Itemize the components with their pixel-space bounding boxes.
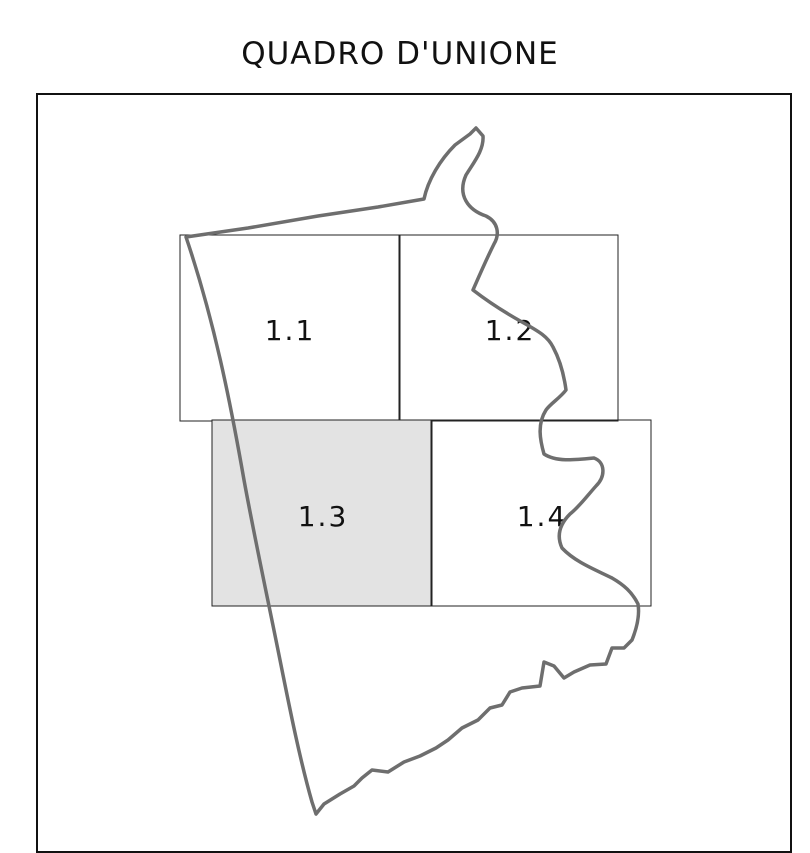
sheet-label-1-1: 1.1 [265, 314, 316, 347]
sheet-label-1-4: 1.4 [517, 500, 568, 533]
sheet-1-2[interactable] [399, 234, 619, 422]
sheet-labels: 1.1 1.2 1.3 1.4 [265, 314, 568, 533]
map-title: QUADRO D'UNIONE [241, 36, 559, 72]
sheet-label-1-2: 1.2 [485, 314, 536, 347]
municipal-boundary [184, 126, 641, 816]
sheet-grid [179, 234, 652, 607]
sheet-1-3[interactable] [211, 419, 432, 607]
sheet-label-1-3: 1.3 [298, 500, 349, 533]
